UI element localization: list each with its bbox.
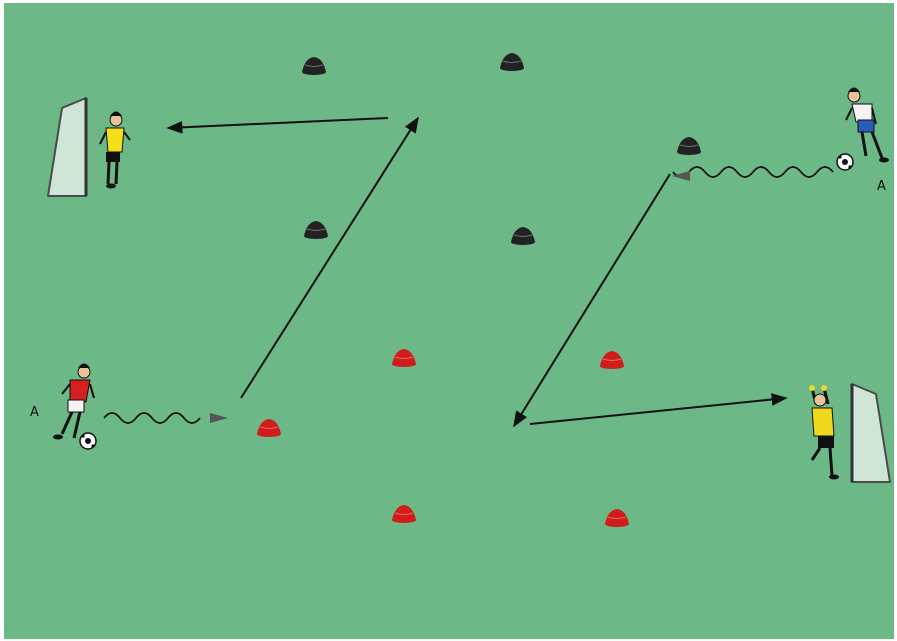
player-label-left: A xyxy=(30,405,39,420)
ball-left-icon xyxy=(80,433,96,449)
pitch-surface xyxy=(4,3,894,639)
player-label-right: A xyxy=(877,179,886,194)
ball-right-icon xyxy=(837,154,853,170)
